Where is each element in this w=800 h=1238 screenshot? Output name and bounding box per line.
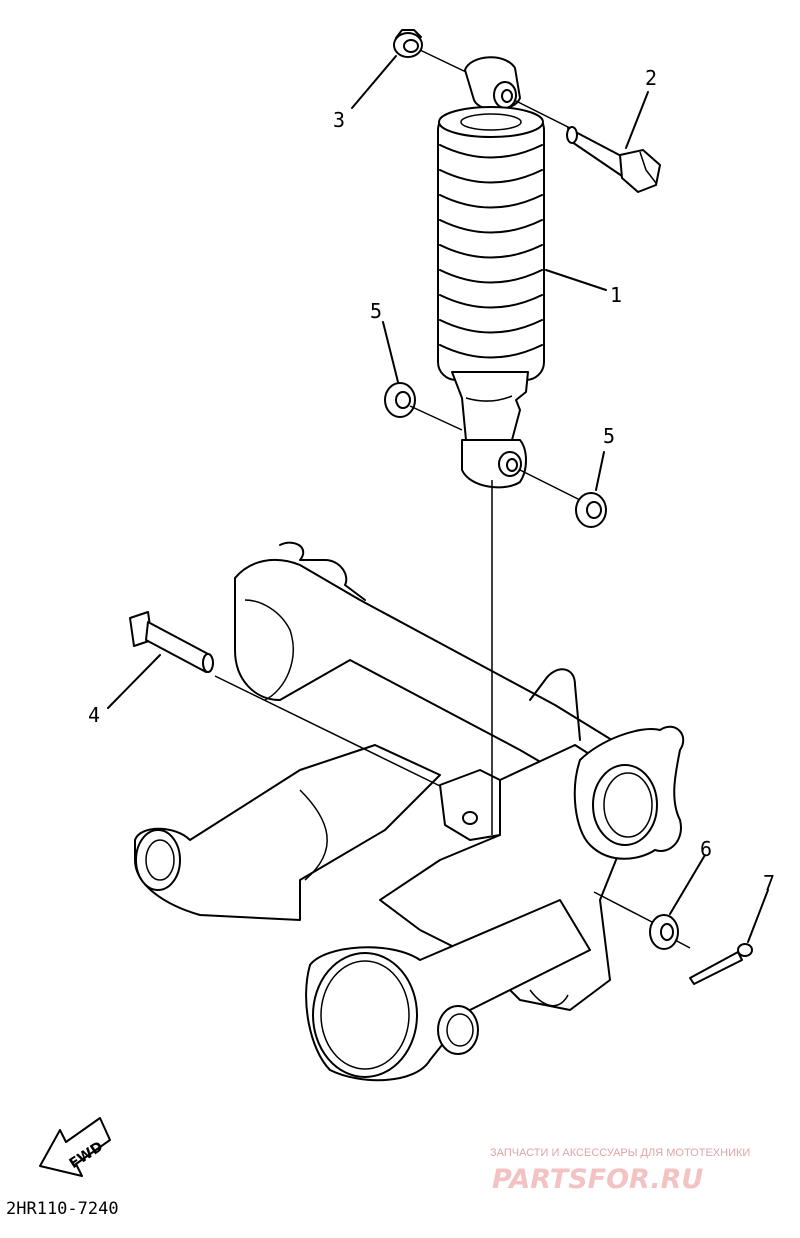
callout-1: 1 xyxy=(610,283,622,307)
washer-part-5-lower xyxy=(575,492,607,528)
watermark-brand: PARTSFOR.RU xyxy=(492,1164,703,1195)
nut-part-3 xyxy=(393,29,423,58)
assembly-lines xyxy=(214,49,691,949)
washer-part-5-upper xyxy=(384,382,416,418)
callout-7: 7 xyxy=(763,871,775,895)
swingarm xyxy=(134,541,685,1082)
callout-2: 2 xyxy=(645,66,657,90)
callout-5-upper: 5 xyxy=(370,299,382,323)
callout-5-lower: 5 xyxy=(603,424,615,448)
diagram-code: 2HR110-7240 xyxy=(6,1199,119,1219)
bolt-part-2 xyxy=(566,126,661,193)
leader-lines xyxy=(107,55,769,943)
pivot-bolt-part-4 xyxy=(129,611,214,673)
cotter-pin-part-7 xyxy=(689,943,753,985)
shock-absorber-part-1 xyxy=(437,56,545,489)
washer-part-6 xyxy=(649,914,679,950)
callout-3: 3 xyxy=(333,108,345,132)
watermark-tagline: ЗАПЧАСТИ И АКСЕССУАРЫ ДЛЯ МОТОТЕХНИКИ xyxy=(490,1147,750,1159)
callout-6: 6 xyxy=(700,837,712,861)
callout-4: 4 xyxy=(88,703,100,727)
forward-arrow-icon: FWD xyxy=(39,1117,111,1177)
